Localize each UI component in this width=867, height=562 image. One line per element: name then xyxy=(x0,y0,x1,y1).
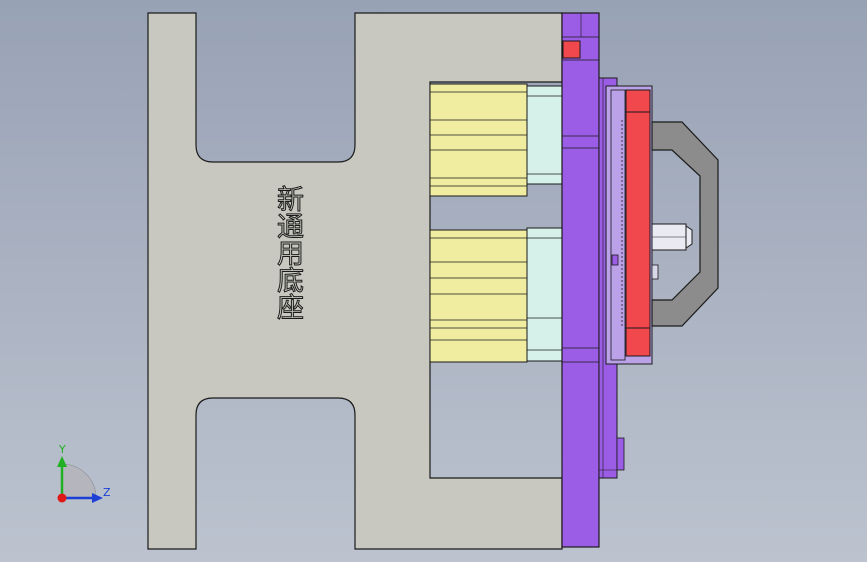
z-axis-arrow xyxy=(92,493,103,503)
clamp-mount[interactable] xyxy=(605,85,659,365)
base-engraving-text: 新通用底座 xyxy=(272,185,304,321)
triad-quarter-disc xyxy=(61,463,97,499)
bracket-arm[interactable] xyxy=(651,121,719,327)
purple-plate[interactable] xyxy=(561,12,600,548)
y-axis-label: Y xyxy=(59,443,66,456)
bolt xyxy=(651,223,693,251)
y-axis-arrow xyxy=(57,456,67,467)
x-axis-origin xyxy=(57,493,67,503)
coordinate-triad xyxy=(57,456,103,503)
slot-block-lower xyxy=(429,229,528,363)
cyan-block-lower xyxy=(526,227,563,362)
z-axis-label: Z xyxy=(103,486,111,499)
base-plate[interactable] xyxy=(147,12,563,550)
cyan-block-upper xyxy=(526,85,563,185)
slot-block-upper xyxy=(429,83,528,197)
red-locator[interactable] xyxy=(562,40,581,59)
